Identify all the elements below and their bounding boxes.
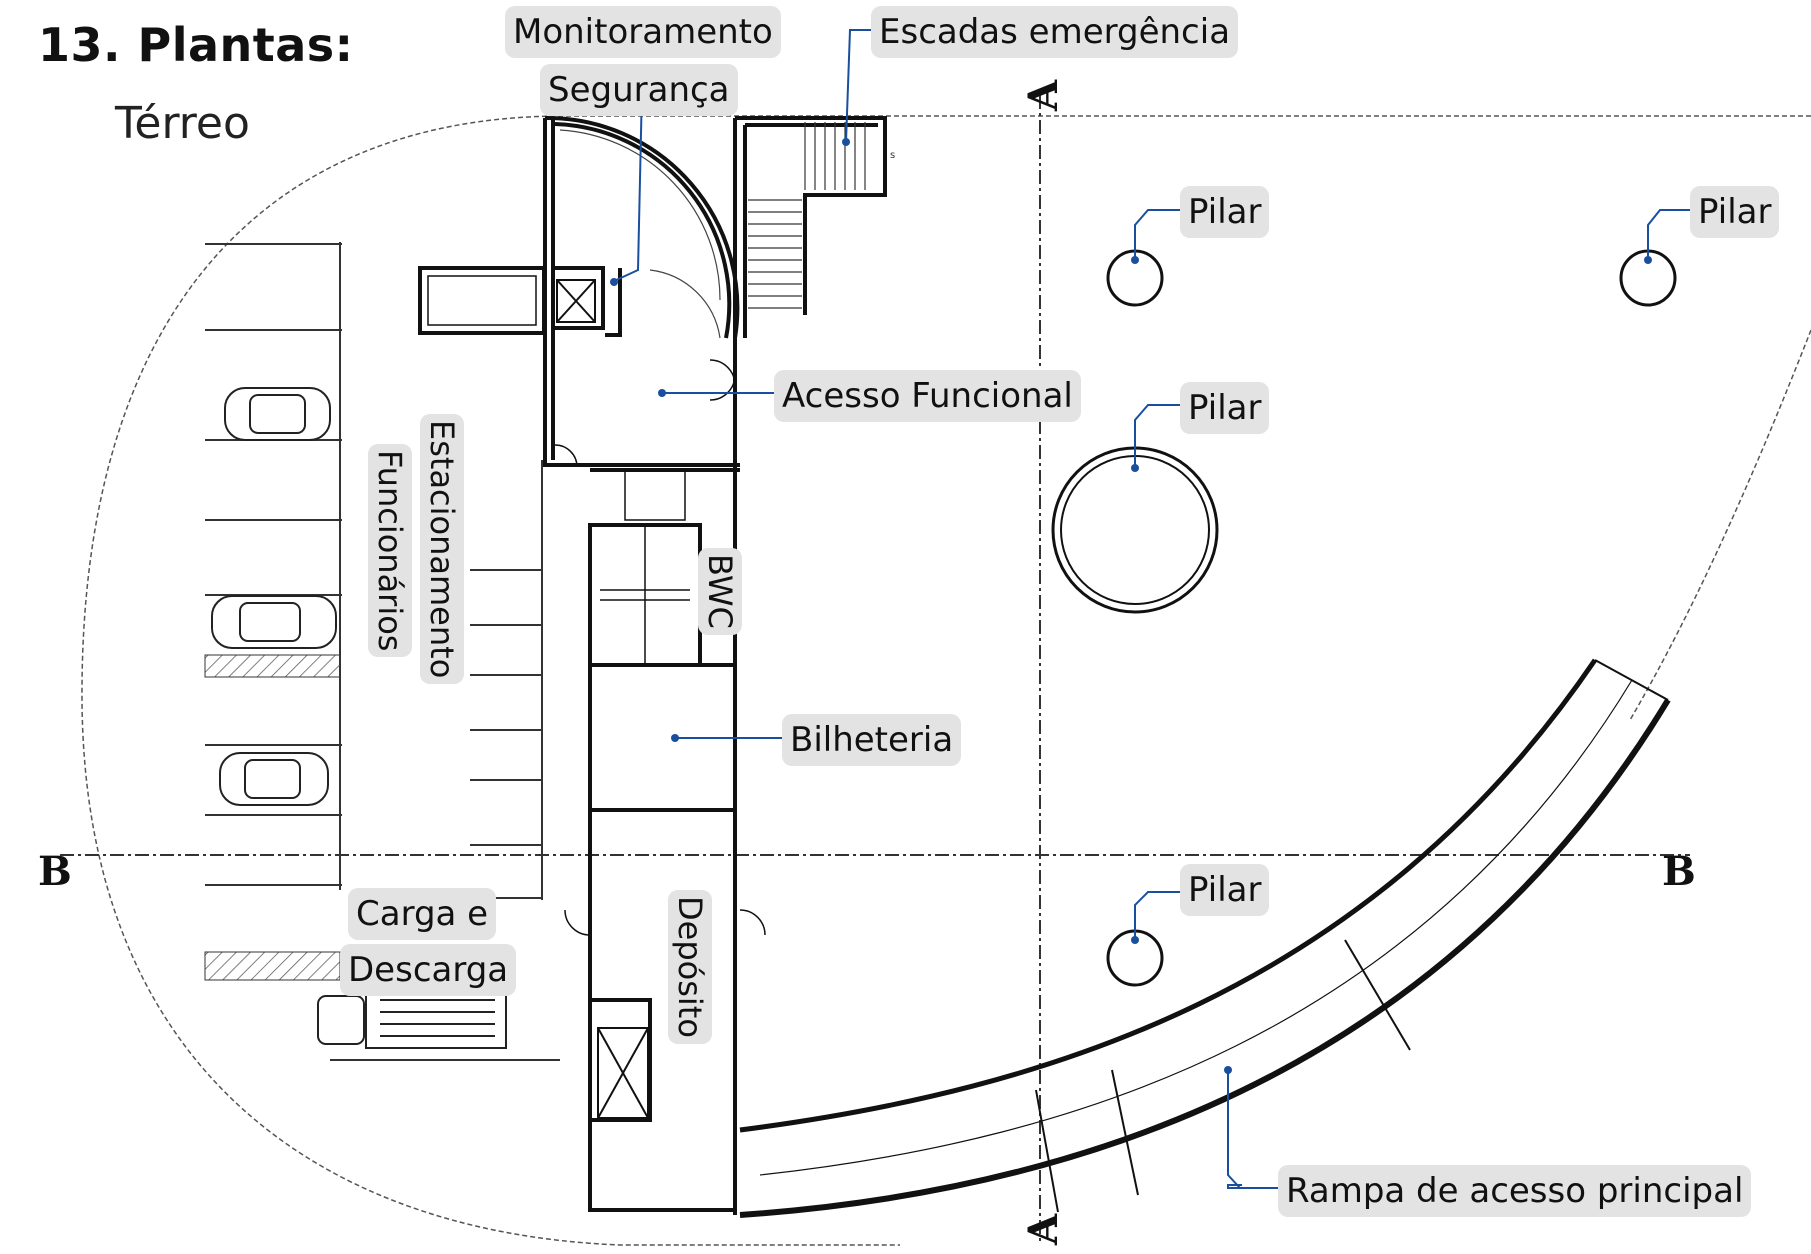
main-ramp [739,658,1671,1218]
hatched-area-1 [204,654,341,678]
section-mark-a-top: A [1020,79,1068,112]
car-3 [219,752,329,806]
site-boundary-right [1629,329,1811,721]
car-1 [224,387,331,441]
elevator [556,279,649,1119]
section-mark-b-left: B [38,848,72,895]
label-acesso-funcional: Acesso Funcional [774,370,1081,422]
section-mark-a-bottom: A [1020,1213,1068,1246]
label-bilheteria: Bilheteria [782,714,962,766]
floor-subtitle: Térreo [115,98,250,149]
label-estacionamento: Estacionamento [420,414,464,685]
page-title: 13. Plantas: [38,18,354,72]
label-deposito: Depósito [668,890,712,1044]
label-escadas-emergencia: Escadas emergência [871,6,1239,58]
hatched-area-2 [204,951,341,981]
label-pilar-4: Pilar [1180,864,1270,916]
label-descarga: Descarga [340,944,517,996]
bwc-stalls [600,469,690,665]
curved-stair [559,129,721,339]
leader-dots [610,138,1652,1074]
label-pilar-2: Pilar [1690,186,1780,238]
label-funcionarios: Funcionários [368,444,412,658]
section-mark-b-right: B [1662,848,1696,895]
moto-parking-lines [470,460,543,900]
label-seguranca: Segurança [540,64,738,116]
pillar-large-outer [1051,446,1219,614]
leader-lines [611,29,1690,1189]
label-pilar-3: Pilar [1180,382,1270,434]
label-pilar-1: Pilar [1180,186,1270,238]
emergency-stair [748,122,866,309]
stair-mark: s [890,150,895,161]
site-boundary [81,115,1811,1246]
building-walls [418,115,887,1215]
label-carga-e: Carga e [348,888,497,940]
car-2 [211,595,337,649]
label-bwc: BWC [698,548,742,635]
truck [317,989,507,1049]
label-rampa: Rampa de acesso principal [1278,1165,1752,1217]
label-monitoramento: Monitoramento [505,6,781,58]
